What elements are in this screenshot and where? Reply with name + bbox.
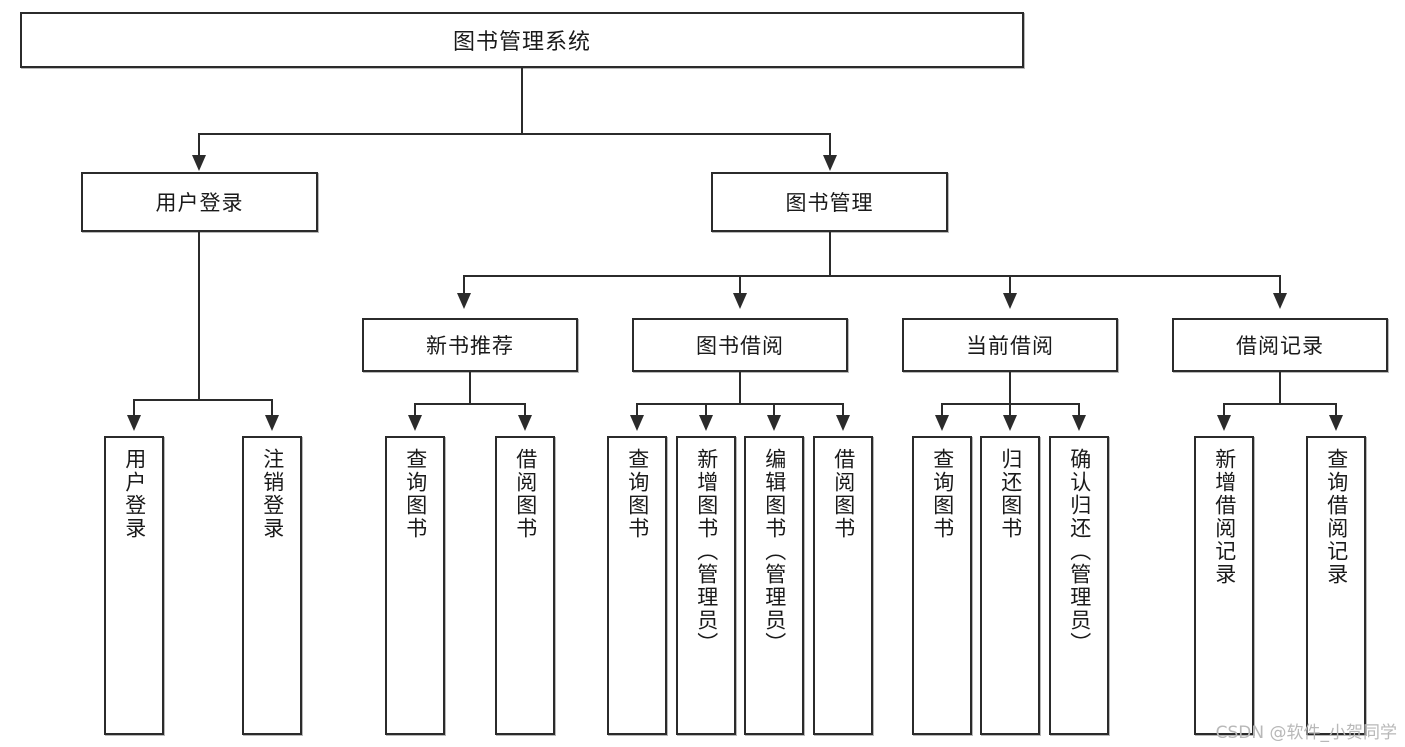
arrow-to-current-borrow [1003,293,1017,309]
connector-book-borrow-stem [739,372,741,404]
node-book-management[interactable]: 图书管理 [711,172,948,232]
leaf-label: 查询图书 [625,448,650,540]
leaf-query-book-current[interactable]: 查询图书 [912,436,972,735]
node-current-borrow[interactable]: 当前借阅 [902,318,1118,372]
arrow-root-to-user-login [192,155,206,171]
connector-root-bus [199,133,831,135]
leaf-user-login[interactable]: 用户登录 [104,436,164,735]
leaf-add-book-admin[interactable]: 新增图书（管理员） [676,436,736,735]
node-label: 新书推荐 [426,334,514,358]
connector-current-borrow-stem [1009,372,1011,404]
connector-book-borrow-drop-2 [705,403,707,417]
leaf-label: 新增图书（管理员） [694,448,719,655]
leaf-add-borrow-record[interactable]: 新增借阅记录 [1194,436,1254,735]
leaf-label: 注销登录 [260,448,285,540]
leaf-query-borrow-record[interactable]: 查询借阅记录 [1306,436,1366,735]
arrow-borrow-record-leaf-1 [1217,415,1231,431]
leaf-label: 编辑图书（管理员） [762,448,787,655]
connector-user-login-stem [198,232,200,400]
arrow-book-borrow-leaf-4 [836,415,850,431]
connector-current-borrow-drop-3 [1078,403,1080,417]
leaf-label: 借阅图书 [831,448,856,540]
csdn-watermark: CSDN @软件_小贺同学 [1215,723,1397,743]
connector-book-mgmt-stem [829,232,831,276]
connector-new-book-bus [414,403,525,405]
leaf-label: 查询借阅记录 [1324,448,1349,586]
leaf-confirm-return-admin[interactable]: 确认归还（管理员） [1049,436,1109,735]
arrow-to-borrow-record [1273,293,1287,309]
connector-book-mgmt-drop-2 [739,275,741,295]
node-label: 当前借阅 [966,334,1054,358]
arrow-current-borrow-leaf-2 [1003,415,1017,431]
arrow-current-borrow-leaf-1 [935,415,949,431]
connector-root-to-user-login [198,133,200,157]
arrow-user-login-leaf-1 [127,415,141,431]
leaf-label: 查询图书 [930,448,955,540]
arrow-book-borrow-leaf-3 [767,415,781,431]
connector-root-stem [521,68,523,134]
connector-book-mgmt-drop-3 [1009,275,1011,295]
connector-borrow-record-drop-1 [1223,403,1225,417]
connector-borrow-record-bus [1223,403,1336,405]
connector-book-borrow-bus [636,403,843,405]
arrow-to-new-book-recommend [457,293,471,309]
connector-new-book-drop-1 [414,403,416,417]
leaf-label: 归还图书 [998,448,1023,540]
leaf-borrow-book[interactable]: 借阅图书 [813,436,873,735]
arrow-to-book-borrow [733,293,747,309]
node-label: 用户登录 [155,191,244,215]
leaf-query-book-recommend[interactable]: 查询图书 [385,436,445,735]
node-root-system[interactable]: 图书管理系统 [20,12,1024,68]
arrow-new-book-leaf-2 [518,415,532,431]
leaf-logout[interactable]: 注销登录 [242,436,302,735]
node-new-book-recommend[interactable]: 新书推荐 [362,318,578,372]
connector-book-mgmt-bus [463,275,1280,277]
arrow-book-borrow-leaf-1 [630,415,644,431]
leaf-query-book-borrow[interactable]: 查询图书 [607,436,667,735]
leaf-label: 确认归还（管理员） [1067,448,1092,655]
arrow-user-login-leaf-2 [265,415,279,431]
connector-root-to-book-mgmt [829,133,831,157]
connector-book-borrow-drop-4 [842,403,844,417]
leaf-label: 用户登录 [122,448,147,540]
leaf-label: 查询图书 [403,448,428,540]
connector-book-mgmt-drop-1 [463,275,465,295]
arrow-root-to-book-mgmt [823,155,837,171]
connector-user-login-drop-1 [133,399,135,417]
connector-new-book-stem [469,372,471,404]
node-label: 图书管理系统 [452,30,591,55]
leaf-return-book[interactable]: 归还图书 [980,436,1040,735]
arrow-borrow-record-leaf-2 [1329,415,1343,431]
node-borrow-record[interactable]: 借阅记录 [1172,318,1388,372]
node-label: 借阅记录 [1236,334,1324,358]
arrow-book-borrow-leaf-2 [699,415,713,431]
leaf-label: 新增借阅记录 [1212,448,1237,586]
leaf-borrow-book-recommend[interactable]: 借阅图书 [495,436,555,735]
connector-user-login-bus [133,399,273,401]
node-label: 图书管理 [785,191,874,215]
leaf-edit-book-admin[interactable]: 编辑图书（管理员） [744,436,804,735]
arrow-new-book-leaf-1 [408,415,422,431]
connector-current-borrow-drop-2 [1009,403,1011,417]
connector-new-book-drop-2 [524,403,526,417]
connector-borrow-record-drop-2 [1335,403,1337,417]
connector-current-borrow-drop-1 [941,403,943,417]
connector-user-login-drop-2 [271,399,273,417]
node-label: 图书借阅 [696,334,784,358]
connector-book-borrow-drop-3 [773,403,775,417]
arrow-current-borrow-leaf-3 [1072,415,1086,431]
leaf-label: 借阅图书 [513,448,538,540]
connector-book-mgmt-drop-4 [1279,275,1281,295]
node-book-borrow[interactable]: 图书借阅 [632,318,848,372]
connector-book-borrow-drop-1 [636,403,638,417]
connector-borrow-record-stem [1279,372,1281,404]
node-user-login[interactable]: 用户登录 [81,172,318,232]
